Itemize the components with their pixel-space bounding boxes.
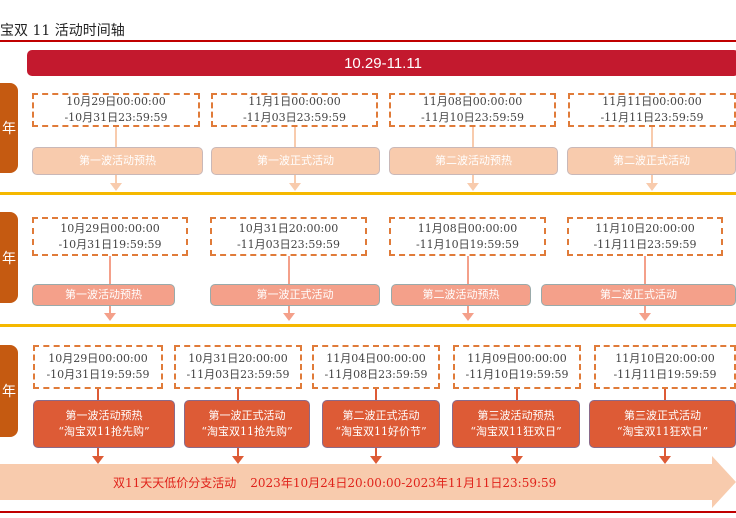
time-end: -11月11日23:59:59 — [593, 237, 697, 251]
phase-label: 第三波活动预热 — [477, 409, 555, 422]
time-range-box: 10月29日00:00:00 -10月31日19:59:59 — [32, 217, 188, 256]
arrow-down-icon — [659, 456, 671, 464]
phase-sub: “淘宝双11抢先购” — [58, 425, 150, 438]
time-range-box: 10月31日20:00:00 -11月03日23:59:59 — [174, 345, 302, 389]
time-time: 11月10日20:00:00 — [595, 221, 695, 235]
branch-activity-band: 双11天天低价分支活动 2023年10月24日20:00:00-2023年11月… — [0, 464, 712, 500]
time-end: -10月31日23:59:59 — [64, 111, 168, 124]
year-label-3: 年 — [0, 345, 18, 437]
arrow-down-icon — [104, 313, 116, 321]
time-time: 10月31日20:00:00 — [188, 352, 288, 365]
arrow-down-icon — [461, 313, 474, 321]
phase-sub: “淘宝双11好价节” — [335, 425, 427, 438]
arrow-down-icon — [466, 183, 479, 191]
phase-label: 第一波活动预热 — [32, 147, 203, 175]
phase-sub: “淘宝双11狂欢日” — [616, 425, 709, 438]
time-range-box: 11月10日20:00:00 -11月11日19:59:59 — [594, 345, 736, 389]
time-range-box: 10月31日20:00:00 -11月03日23:59:59 — [210, 217, 367, 256]
phase-label: 第二波正式活动 — [541, 284, 736, 306]
year-label-1: 年 — [0, 83, 18, 173]
time-end: -11月11日19:59:59 — [613, 368, 717, 381]
phase-label: 第一波正式活动 “淘宝双11抢先购” — [184, 400, 310, 448]
time-time: 10月29日00:00:00 — [60, 221, 160, 235]
phase-label: 第二波活动预热 — [391, 284, 531, 306]
time-range-box: 11月11日00:00:00 -11月11日23:59:59 — [568, 93, 736, 127]
time-end: -11月10日19:59:59 — [465, 368, 569, 381]
time-time: 11月04日00:00:00 — [326, 352, 426, 365]
time-time: 11月09日00:00:00 — [467, 352, 567, 365]
phase-label: 第一波活动预热 “淘宝双11抢先购” — [33, 400, 175, 448]
time-range-box: 11月08日00:00:00 -11月10日19:59:59 — [389, 217, 546, 256]
time-end: -11月11日23:59:59 — [600, 111, 704, 124]
phase-label: 第二波正式活动 “淘宝双11好价节” — [322, 400, 440, 448]
time-end: -11月03日23:59:59 — [236, 237, 341, 251]
time-range-box: 11月1日00:00:00 -11月03日23:59:59 — [211, 93, 378, 127]
phase-label: 第一波正式活动 — [256, 288, 334, 301]
phase-label: 第二波活动预热 — [389, 147, 558, 175]
time-range-box: 11月09日00:00:00 -11月10日19:59:59 — [453, 345, 581, 389]
phase-label: 第一波正式活动 — [211, 147, 380, 175]
arrow-down-icon — [232, 456, 244, 464]
phase-label: 第二波活动预热 — [435, 154, 512, 167]
bottom-divider — [0, 511, 736, 513]
phase-label: 第一波正式活动 — [257, 154, 334, 167]
time-range-box: 10月29日00:00:00 -10月31日19:59:59 — [33, 345, 163, 389]
time-end: -11月03日23:59:59 — [242, 111, 347, 124]
arrow-down-icon — [511, 456, 523, 464]
time-end: -10月31日19:59:59 — [46, 368, 150, 381]
page-title: 宝双 11 活动时间轴 — [0, 23, 125, 39]
phase-label: 第一波活动预热 — [65, 409, 143, 422]
phase-label: 第一波正式活动 — [208, 409, 286, 422]
time-time: 11月1日00:00:00 — [248, 95, 341, 108]
time-end: -11月10日19:59:59 — [415, 237, 520, 251]
time-range-box: 11月04日00:00:00 -11月08日23:59:59 — [312, 345, 440, 389]
phase-label: 第三波活动预热 “淘宝双11狂欢日” — [452, 400, 580, 448]
phase-label: 第一波活动预热 — [65, 288, 142, 301]
phase-label: 第二波活动预热 — [422, 288, 500, 301]
phase-label: 第三波正式活动 “淘宝双11狂欢日” — [589, 400, 736, 448]
time-time: 11月11日00:00:00 — [602, 95, 702, 108]
phase-sub: “淘宝双11狂欢日” — [470, 425, 562, 438]
phase-label: 第二波正式活动 — [342, 409, 420, 422]
arrow-down-icon — [370, 456, 382, 464]
time-time: 11月08日00:00:00 — [417, 221, 518, 235]
arrow-down-icon — [92, 456, 104, 464]
band-name: 双11天天低价分支活动 — [113, 475, 237, 490]
arrow-down-icon — [288, 183, 301, 191]
time-time: 11月08日00:00:00 — [422, 95, 523, 108]
date-range-bar: 10.29-11.11 — [27, 50, 736, 76]
row-divider — [0, 192, 736, 195]
phase-label: 第二波正式活动 — [567, 147, 736, 175]
time-time: 10月29日00:00:00 — [48, 352, 148, 365]
phase-label: 第三波正式活动 — [624, 409, 701, 422]
time-end: -10月31日19:59:59 — [58, 237, 162, 251]
top-divider — [0, 40, 736, 42]
arrow-down-icon — [282, 313, 295, 321]
time-end: -11月08日23:59:59 — [324, 368, 428, 381]
time-range-box: 11月10日20:00:00 -11月11日23:59:59 — [567, 217, 723, 256]
time-range-box: 10月29日00:00:00 -10月31日23:59:59 — [32, 93, 200, 127]
arrow-down-icon — [639, 313, 651, 321]
phase-sub: “淘宝双11抢先购” — [201, 425, 293, 438]
row-divider — [0, 324, 736, 327]
time-time: 10月31日20:00:00 — [238, 221, 339, 235]
time-end: -11月10日23:59:59 — [420, 111, 525, 124]
phase-label: 第一波活动预热 — [79, 154, 156, 167]
year-label-2: 年 — [0, 212, 18, 303]
arrow-down-icon — [646, 183, 658, 191]
time-time: 10月29日00:00:00 — [66, 95, 166, 108]
time-time: 11月10日20:00:00 — [615, 352, 715, 365]
band-period: 2023年10月24日20:00:00-2023年11月11日23:59:59 — [250, 475, 557, 490]
phase-label: 第一波正式活动 — [210, 284, 380, 306]
phase-label: 第一波活动预热 — [32, 284, 175, 306]
arrow-down-icon — [110, 183, 122, 191]
phase-label: 第二波正式活动 — [600, 288, 677, 301]
phase-label: 第二波正式活动 — [613, 154, 690, 167]
time-end: -11月03日23:59:59 — [186, 368, 290, 381]
time-range-box: 11月08日00:00:00 -11月10日23:59:59 — [389, 93, 556, 127]
band-arrow-tip — [712, 456, 736, 508]
